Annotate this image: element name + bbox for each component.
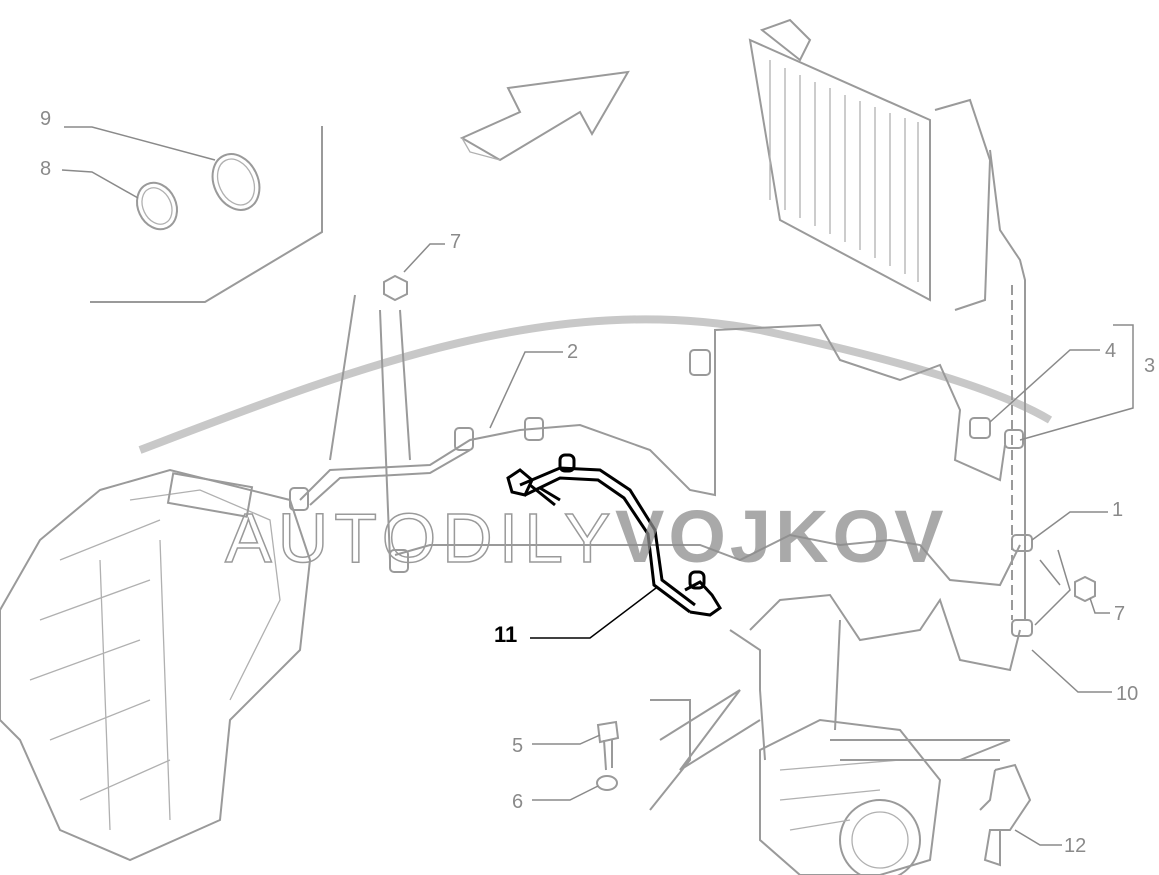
- compressor: [649, 689, 1011, 875]
- condenser: [748, 18, 1026, 620]
- callout-7-top[interactable]: 7: [450, 231, 461, 253]
- callout-10[interactable]: 10: [1116, 683, 1138, 705]
- callout-4[interactable]: 4: [1105, 340, 1116, 362]
- hvac-unit: [0, 468, 312, 862]
- clip-12: [979, 763, 1032, 867]
- callout-6[interactable]: 6: [512, 791, 523, 813]
- callout-11[interactable]: 11: [494, 622, 517, 647]
- o-ring-8: [136, 181, 178, 231]
- o-ring-9: [211, 153, 261, 211]
- ring-inset-frame: [90, 126, 323, 303]
- watermark-autodily: AUTODILY: [225, 499, 617, 577]
- watermark-swoosh: [138, 315, 1053, 454]
- callout-7-right[interactable]: 7: [1114, 603, 1125, 625]
- callout-1[interactable]: 1: [1112, 499, 1123, 521]
- washer-6: [596, 775, 618, 791]
- bolt-5: [596, 720, 620, 771]
- callout-5[interactable]: 5: [512, 735, 523, 757]
- pipe-part-11[interactable]: [506, 453, 723, 617]
- callout-9[interactable]: 9: [40, 108, 51, 130]
- callout-8[interactable]: 8: [40, 158, 51, 180]
- watermark-vojkov: VOJKOV: [615, 495, 947, 578]
- callout-12[interactable]: 12: [1064, 835, 1086, 857]
- callout-2[interactable]: 2: [567, 341, 578, 363]
- leader-lines: [61, 126, 1134, 846]
- callout-3[interactable]: 3: [1144, 355, 1155, 377]
- direction-arrow-icon: [459, 70, 630, 162]
- nut-7-right: [1074, 575, 1096, 603]
- hoses: [289, 294, 1033, 761]
- nut-7-top: [383, 274, 408, 302]
